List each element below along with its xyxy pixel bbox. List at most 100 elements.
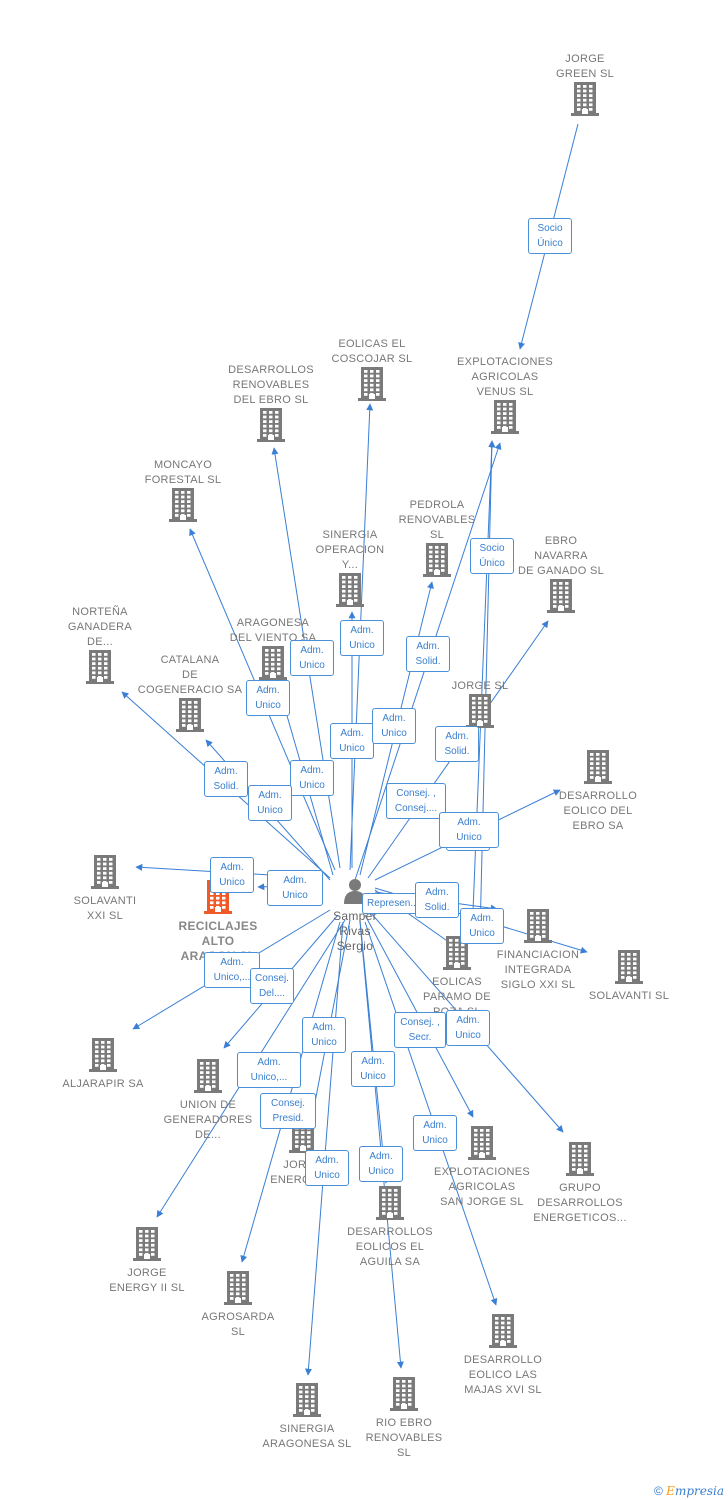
company-name: CATALANA DE COGENERACIO SA xyxy=(137,654,243,696)
company-node[interactable]: FINANCIACION INTEGRADA SIGLO XXI SL xyxy=(478,909,598,993)
relation-label[interactable]: Adm. Unico xyxy=(351,1051,395,1087)
company-node[interactable]: AGROSARDA SL xyxy=(178,1271,298,1340)
relation-label[interactable]: Adm. Unico xyxy=(290,760,334,796)
company-node[interactable]: JORGE SL xyxy=(420,679,540,733)
company-node[interactable]: PEDROLA RENOVABLES SL xyxy=(377,498,497,582)
company-node[interactable]: GRUPO DESARROLLOS ENERGETICOS... xyxy=(520,1142,640,1226)
building-icon xyxy=(89,1038,117,1077)
company-node[interactable]: DESARROLLOS RENOVABLES DEL EBRO SL xyxy=(211,363,331,447)
person-icon xyxy=(343,878,367,909)
relation-label[interactable]: Consej. Presid. xyxy=(260,1093,316,1129)
building-icon xyxy=(358,367,386,406)
edge-line xyxy=(240,921,341,1263)
building-icon xyxy=(466,694,494,733)
relation-label[interactable]: Adm. Unico xyxy=(305,1150,349,1186)
company-node[interactable]: NORTEÑA GANADERA DE... xyxy=(40,605,160,689)
building-icon xyxy=(547,579,575,618)
relation-label[interactable]: Adm. Unico xyxy=(372,708,416,744)
building-icon xyxy=(524,909,552,948)
company-node[interactable]: EBRO NAVARRA DE GANADO SL xyxy=(501,534,621,618)
relation-label[interactable]: Adm. Unico,... xyxy=(237,1052,301,1088)
company-name: NORTEÑA GANADERA DE... xyxy=(67,606,133,648)
relation-label[interactable]: Adm. Unico xyxy=(290,640,334,676)
relation-label[interactable]: Adm. Unico xyxy=(330,723,374,759)
building-icon xyxy=(224,1271,252,1310)
relation-label[interactable]: Adm. Unico xyxy=(446,1010,490,1046)
building-icon xyxy=(257,408,285,447)
company-node[interactable]: SINERGIA ARAGONESA SL xyxy=(247,1383,367,1452)
relation-label[interactable]: Adm. Unico xyxy=(359,1146,403,1182)
relation-label[interactable]: Consej. , Consej.... xyxy=(386,783,446,819)
company-name: SOLAVANTI SL xyxy=(588,990,670,1002)
company-node[interactable]: DESARROLLO EOLICO LAS MAJAS XVI SL xyxy=(443,1314,563,1398)
relation-label[interactable]: Adm. Unico xyxy=(246,680,290,716)
company-node[interactable]: JORGE ENERGY II SL xyxy=(87,1227,207,1296)
relation-label[interactable]: Adm. Unico xyxy=(267,870,323,906)
building-icon xyxy=(571,82,599,121)
company-name: ARAGONESA DEL VIENTO SA xyxy=(229,617,317,644)
company-name: JORGE ENERGY II SL xyxy=(109,1267,185,1294)
relation-label[interactable]: Adm. Unico xyxy=(460,908,504,944)
relation-label[interactable]: Adm. Unico xyxy=(340,620,384,656)
company-node[interactable]: SOLAVANTI SL xyxy=(569,950,689,1004)
building-icon xyxy=(293,1383,321,1422)
company-node[interactable]: CATALANA DE COGENERACIO SA xyxy=(130,653,250,737)
company-node[interactable]: JORGE GREEN SL xyxy=(525,52,645,121)
relation-label[interactable]: Socio Único xyxy=(528,218,572,254)
company-node[interactable]: EOLICAS EL COSCOJAR SL xyxy=(312,337,432,406)
building-icon xyxy=(194,1059,222,1098)
company-node[interactable]: DESARROLLO EOLICO DEL EBRO SA xyxy=(538,750,658,834)
relation-label[interactable]: Adm. Solid. xyxy=(204,761,248,797)
building-icon xyxy=(376,1186,404,1225)
company-node[interactable]: SOLAVANTI XXI SL xyxy=(45,855,165,924)
relation-label[interactable]: Consej. Del.... xyxy=(250,968,294,1004)
relation-label[interactable]: Consej. , Secr. xyxy=(394,1012,446,1048)
copyright-symbol: © xyxy=(653,1484,663,1498)
company-name: DESARROLLO EOLICO DEL EBRO SA xyxy=(558,790,638,832)
relation-label[interactable]: Adm. Unico xyxy=(302,1017,346,1053)
building-icon xyxy=(443,936,471,975)
relation-label[interactable]: Adm. Unico xyxy=(210,857,254,893)
building-icon xyxy=(584,750,612,789)
building-icon xyxy=(489,1314,517,1353)
relation-label[interactable]: Socio Único xyxy=(470,538,514,574)
company-node[interactable]: EXPLOTACIONES AGRICOLAS SAN JORGE SL xyxy=(422,1126,542,1210)
building-icon xyxy=(91,855,119,894)
edge-line xyxy=(364,921,498,1306)
building-icon xyxy=(86,650,114,689)
company-name: SINERGIA ARAGONESA SL xyxy=(262,1423,352,1450)
company-node[interactable]: MONCAYO FORESTAL SL xyxy=(123,458,243,527)
relation-label[interactable]: Adm. Unico xyxy=(248,785,292,821)
relation-label[interactable]: Represen... xyxy=(362,893,420,914)
company-node[interactable]: EOLICAS PARAMO DE POZA SL xyxy=(397,936,517,1020)
person-node[interactable]: Samper Rivas Sergio xyxy=(315,878,395,954)
relation-label[interactable]: Adm. Unico xyxy=(439,812,499,848)
relation-label[interactable]: Adm. Solid. xyxy=(415,882,459,918)
brand-logo[interactable]: Empresia xyxy=(666,1484,724,1498)
building-icon xyxy=(468,1126,496,1165)
edge-line xyxy=(471,440,496,937)
company-node[interactable]: UNION DE GENERADORES DE... xyxy=(148,1059,268,1143)
company-node[interactable]: SINERGIA OPERACION Y... xyxy=(290,528,410,612)
building-icon xyxy=(390,1377,418,1416)
company-name: UNION DE GENERADORES DE... xyxy=(163,1099,253,1141)
building-icon xyxy=(336,573,364,612)
relation-label[interactable]: Adm. Solid. xyxy=(435,726,479,762)
edge-line xyxy=(304,921,344,1376)
company-node[interactable]: ALJARAPIR SA xyxy=(43,1038,163,1092)
company-name: EBRO NAVARRA DE GANADO SL xyxy=(517,535,605,577)
building-icon xyxy=(491,400,519,439)
company-name: EOLICAS EL COSCOJAR SL xyxy=(331,338,413,365)
company-node[interactable]: ARAGONESA DEL VIENTO SA xyxy=(213,616,333,685)
company-node[interactable]: EXPLOTACIONES AGRICOLAS VENUS SL xyxy=(445,355,565,439)
company-name: EXPLOTACIONES AGRICOLAS SAN JORGE SL xyxy=(434,1166,530,1208)
company-node[interactable]: DESARROLLOS EOLICOS EL AGUILA SA xyxy=(330,1186,450,1270)
relation-label[interactable]: Adm. Unico xyxy=(413,1115,457,1151)
company-node[interactable]: RIO EBRO RENOVABLES SL xyxy=(344,1377,464,1461)
company-name: SOLAVANTI XXI SL xyxy=(73,895,137,922)
relation-label[interactable]: Adm. Solid. xyxy=(406,636,450,672)
edge-line xyxy=(479,440,496,936)
edge-line xyxy=(359,921,404,1369)
building-icon xyxy=(259,646,287,685)
building-icon xyxy=(423,543,451,582)
